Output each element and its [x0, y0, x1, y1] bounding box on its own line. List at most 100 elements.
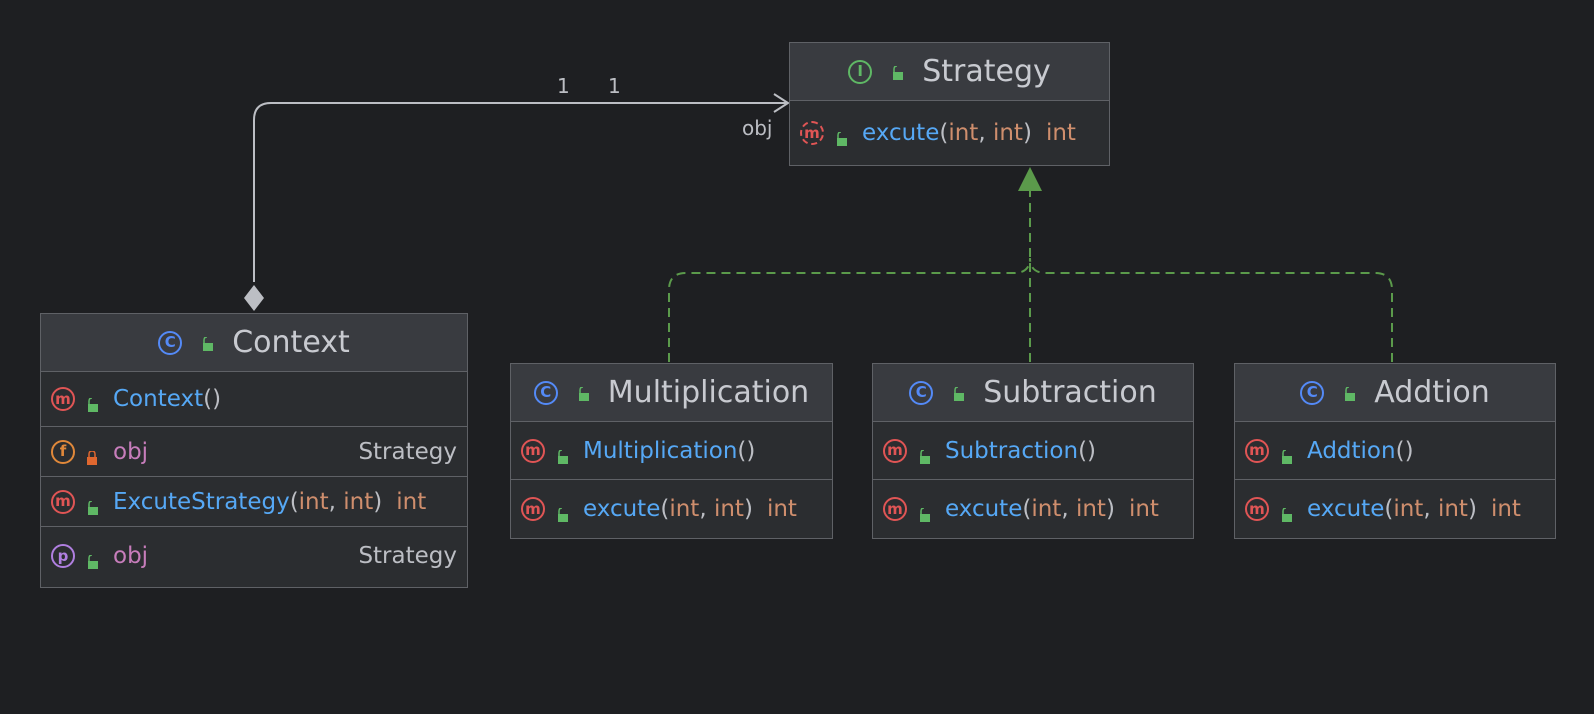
param-type: int — [948, 120, 979, 146]
parens: () — [1395, 437, 1414, 464]
method-name: excute — [945, 496, 1023, 522]
class-box-context[interactable]: C Context m Context() f obj Strategy m E… — [40, 313, 468, 588]
member-row[interactable]: m excute(int, int) int — [790, 101, 1109, 165]
realization-edge-addtion[interactable] — [1029, 257, 1393, 362]
close-paren: ) — [1022, 120, 1032, 146]
member-row[interactable]: m Context() — [41, 372, 467, 427]
member-row[interactable]: m Multiplication() — [511, 422, 832, 480]
class-name: Addtion — [1374, 375, 1490, 410]
method-icon: m — [521, 497, 545, 521]
constructor-name: Addtion — [1307, 437, 1396, 464]
method-name: excute — [583, 496, 661, 522]
field-icon: f — [51, 439, 75, 464]
property-type: Strategy — [358, 543, 457, 569]
method-name: ExcuteStrategy — [113, 488, 290, 515]
member-row[interactable]: m excute(int, int) int — [511, 480, 832, 538]
property-icon: p — [51, 544, 75, 568]
realization-edge-multiplication[interactable] — [668, 257, 1031, 362]
public-visibility-icon — [1342, 385, 1356, 401]
comma: , — [978, 120, 993, 146]
class-box-multiplication[interactable]: C Multiplication m Multiplication() m ex… — [510, 363, 833, 539]
field-type: Strategy — [358, 438, 457, 465]
realization-arrowhead-icon — [1018, 167, 1042, 191]
public-visibility-icon — [85, 495, 99, 515]
method-icon: m — [1245, 497, 1269, 521]
class-header: I Strategy — [790, 43, 1109, 101]
abstract-method-icon: m — [800, 121, 824, 145]
member-row[interactable]: m excute(int, int) int — [873, 480, 1193, 538]
class-name: Strategy — [922, 54, 1051, 89]
class-header: C Multiplication — [511, 364, 832, 422]
param-type: int — [1437, 496, 1468, 522]
class-name: Multiplication — [607, 375, 810, 410]
method-name: excute — [862, 120, 940, 146]
public-visibility-icon — [917, 444, 931, 464]
public-visibility-icon — [1279, 444, 1293, 464]
method-icon: m — [521, 438, 545, 463]
comma: , — [1061, 496, 1076, 522]
comma: , — [1423, 496, 1438, 522]
param-type: int — [1031, 496, 1062, 522]
member-row[interactable]: m excute(int, int) int — [1235, 480, 1555, 538]
comma: , — [699, 496, 714, 522]
method-icon: m — [883, 438, 907, 463]
field-name: obj — [113, 438, 149, 465]
class-header: C Addtion — [1235, 364, 1555, 422]
public-visibility-icon — [85, 392, 99, 412]
public-visibility-icon — [555, 502, 569, 522]
class-icon: C — [533, 380, 558, 405]
close-paren: ) — [1467, 496, 1477, 522]
public-visibility-icon — [555, 444, 569, 464]
target-multiplicity: 1 — [608, 74, 621, 98]
member-row[interactable]: m Addtion() — [1235, 422, 1555, 480]
public-visibility-icon — [576, 385, 590, 401]
return-type: int — [766, 496, 797, 522]
open-paren: ( — [939, 120, 949, 146]
public-visibility-icon — [890, 64, 904, 80]
param-type: int — [1075, 496, 1106, 522]
source-multiplicity: 1 — [557, 74, 570, 98]
constructor-name: Multiplication — [583, 437, 738, 464]
private-visibility-icon — [85, 445, 99, 465]
public-visibility-icon — [834, 126, 848, 146]
close-paren: ) — [373, 488, 383, 515]
member-row[interactable]: p obj Strategy — [41, 527, 467, 585]
class-box-subtraction[interactable]: C Subtraction m Subtraction() m excute(i… — [872, 363, 1194, 539]
method-icon: m — [51, 387, 75, 411]
method-icon: m — [1245, 438, 1269, 463]
member-row[interactable]: f obj Strategy — [41, 427, 467, 477]
open-paren: ( — [660, 496, 670, 522]
open-paren: ( — [1384, 496, 1394, 522]
role-label: obj — [742, 116, 773, 140]
param-type: int — [1393, 496, 1424, 522]
close-paren: ) — [743, 496, 753, 522]
class-box-addtion[interactable]: C Addtion m Addtion() m excute(int, int)… — [1234, 363, 1556, 539]
param-type: int — [298, 488, 329, 515]
comma: , — [328, 488, 344, 515]
param-type: int — [713, 496, 744, 522]
open-paren: ( — [289, 488, 299, 515]
close-paren: ) — [1105, 496, 1115, 522]
class-box-strategy[interactable]: I Strategy m excute(int, int) int — [789, 42, 1110, 166]
class-icon: C — [909, 380, 934, 405]
member-row[interactable]: m ExcuteStrategy(int, int) int — [41, 477, 467, 527]
method-icon: m — [883, 497, 907, 521]
composition-edge[interactable] — [253, 102, 786, 282]
open-paren: ( — [1022, 496, 1032, 522]
method-name: excute — [1307, 496, 1385, 522]
class-icon: C — [158, 330, 183, 355]
member-row[interactable]: m Subtraction() — [873, 422, 1193, 480]
class-header: C Context — [41, 314, 467, 372]
public-visibility-icon — [85, 549, 99, 569]
class-icon: C — [1300, 380, 1325, 405]
param-type: int — [669, 496, 700, 522]
return-type: int — [1490, 496, 1521, 522]
public-visibility-icon — [200, 335, 214, 351]
param-type: int — [343, 488, 374, 515]
return-type: int — [1128, 496, 1159, 522]
open-arrowhead-icon — [773, 93, 790, 113]
param-type: int — [992, 120, 1023, 146]
property-name: obj — [113, 543, 149, 569]
public-visibility-icon — [951, 385, 965, 401]
